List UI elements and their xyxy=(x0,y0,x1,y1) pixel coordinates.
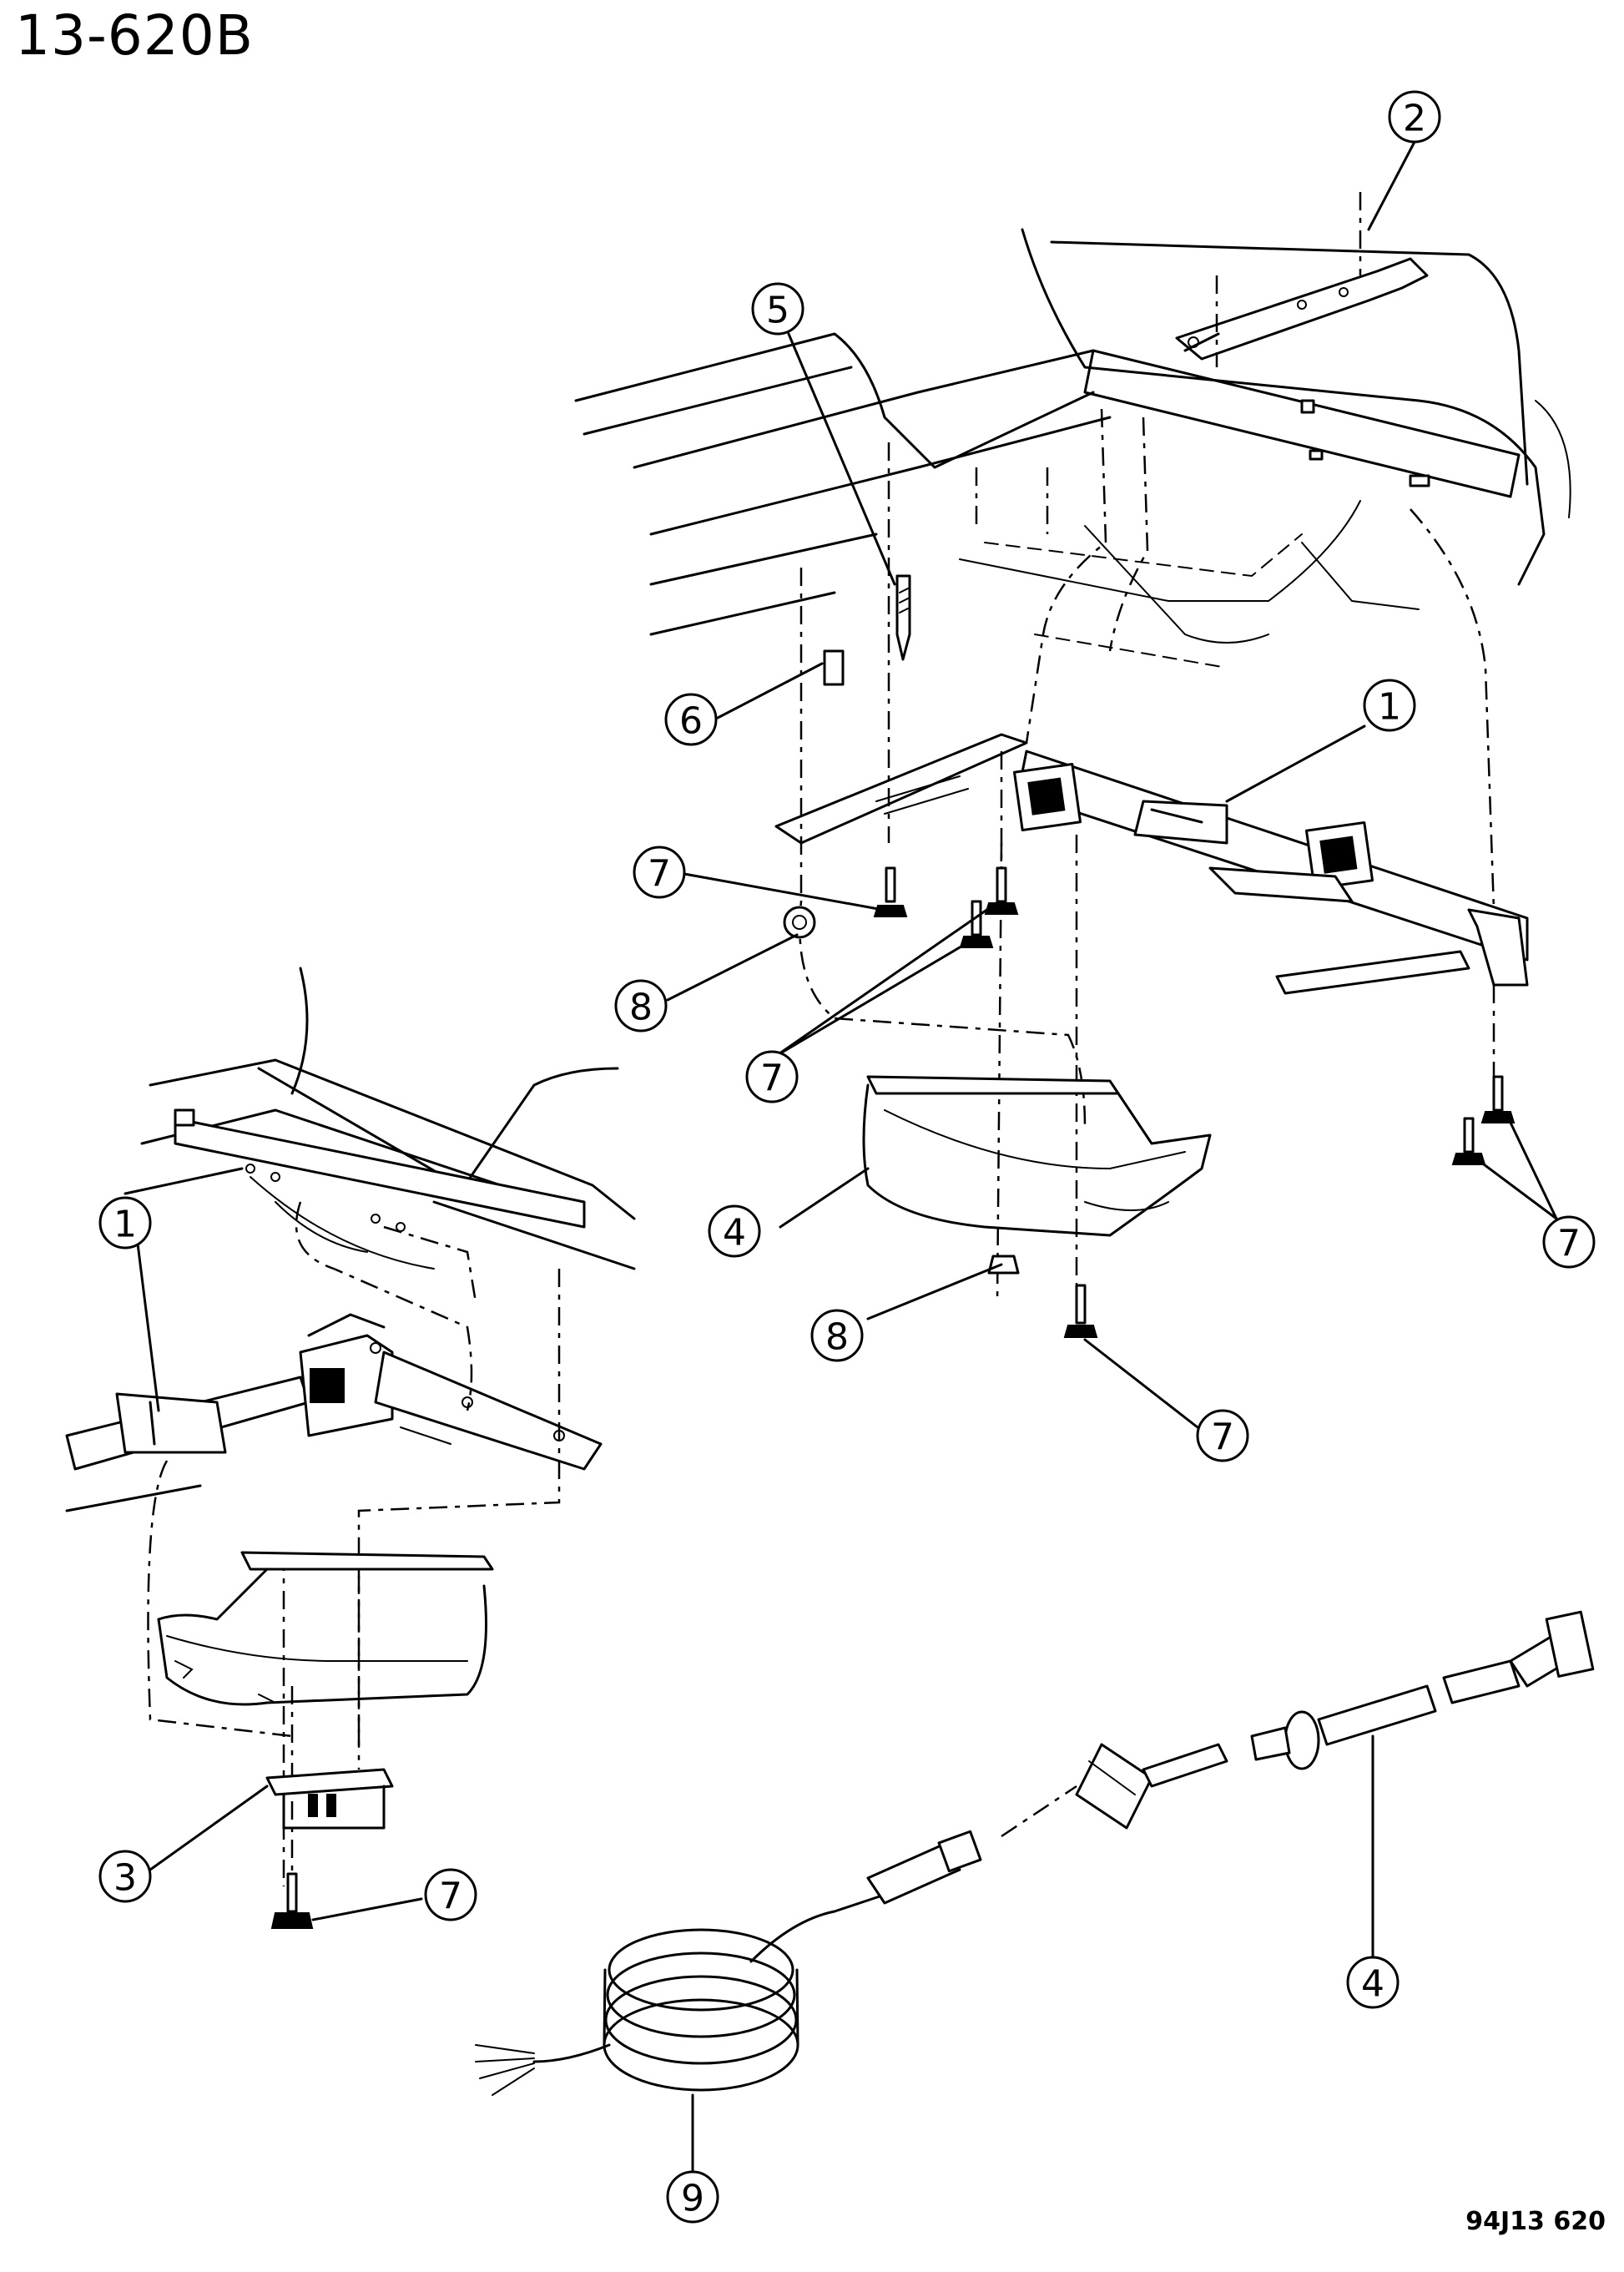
callout-8-a-text: 8 xyxy=(629,987,653,1029)
drawing-code: 94J13 620 xyxy=(1465,2207,1606,2236)
callout-7-a: 7 xyxy=(633,846,686,899)
callout-1-upper-text: 1 xyxy=(1378,686,1401,729)
callout-8-b: 8 xyxy=(810,1309,864,1362)
callout-2: 2 xyxy=(1388,90,1441,144)
callout-3-text: 3 xyxy=(113,1857,137,1900)
callout-7-b-text: 7 xyxy=(760,1058,784,1100)
heat-shield-upper xyxy=(862,1075,1212,1237)
heat-shield-lower xyxy=(157,1551,494,1706)
callout-4-lower: 4 xyxy=(1346,1956,1400,2009)
callout-4-upper-text: 4 xyxy=(723,1212,746,1255)
callout-7-e: 7 xyxy=(424,1868,477,1921)
callout-6-text: 6 xyxy=(679,700,703,743)
lower-body-outline xyxy=(124,967,636,1270)
callout-7-d: 7 xyxy=(1196,1409,1249,1462)
callout-7-b: 7 xyxy=(745,1050,799,1103)
callout-4-lower-text: 4 xyxy=(1361,1963,1384,2006)
callout-9: 9 xyxy=(666,2170,719,2224)
callout-9-text: 9 xyxy=(681,2178,704,2220)
callout-5: 5 xyxy=(751,282,804,336)
callout-8-b-text: 8 xyxy=(825,1316,849,1359)
hitch-receiver-lower xyxy=(65,1313,603,1512)
bracket-right-part xyxy=(1175,192,1429,367)
bolt-lower xyxy=(270,1872,314,1929)
nuts-upper xyxy=(783,906,1020,1275)
assembly-leader-lines-lower xyxy=(147,1201,561,1895)
wiring-harness xyxy=(1001,1610,1595,1838)
callout-7-a-text: 7 xyxy=(648,853,671,896)
callout-5-text: 5 xyxy=(766,290,789,332)
callout-7-d-text: 7 xyxy=(1211,1416,1234,1459)
hitch-receiver-upper xyxy=(774,733,1529,995)
callout-7-c-text: 7 xyxy=(1557,1223,1581,1265)
callout-1-lower-text: 1 xyxy=(113,1204,137,1246)
assembly-leader-lines-upper xyxy=(799,408,1495,1303)
bracket-left-part xyxy=(265,1768,394,1830)
upper-body-outline xyxy=(574,228,1571,669)
callout-4-upper: 4 xyxy=(708,1204,761,1258)
callout-8-a: 8 xyxy=(614,979,668,1032)
callout-2-text: 2 xyxy=(1403,98,1426,140)
stud-and-clip xyxy=(823,574,911,686)
bolts-upper xyxy=(873,866,1516,1338)
callout-leaders xyxy=(136,140,1558,2172)
callout-3: 3 xyxy=(98,1850,152,1903)
trailer-wiring-coil xyxy=(475,1830,982,2096)
callout-7-e-text: 7 xyxy=(439,1876,462,1918)
callout-6: 6 xyxy=(664,693,718,746)
page-label: 13-620B xyxy=(15,3,255,68)
callout-1-upper: 1 xyxy=(1363,679,1416,732)
callout-7-c: 7 xyxy=(1542,1215,1596,1269)
callout-1-lower: 1 xyxy=(98,1196,152,1250)
